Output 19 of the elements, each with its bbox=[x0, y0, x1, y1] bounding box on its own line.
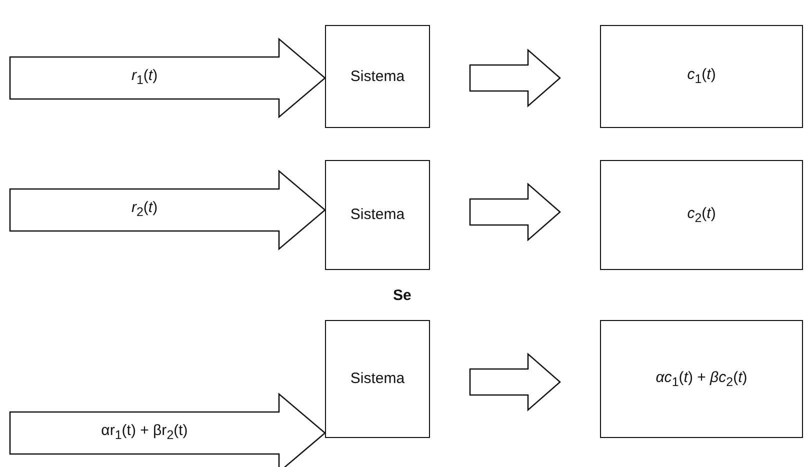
block-arrow bbox=[9, 170, 326, 250]
box-text: αc$_{1}$(t) + βc$_{2}$(t) bbox=[656, 368, 748, 390]
block-arrow bbox=[469, 48, 561, 108]
box-text: Sistema bbox=[350, 206, 405, 224]
box-text: Sistema bbox=[350, 370, 405, 388]
process-box bbox=[325, 25, 430, 128]
block-arrow bbox=[469, 352, 561, 412]
block-arrow bbox=[469, 182, 561, 242]
block-arrow bbox=[9, 38, 326, 118]
heading-text: Se bbox=[393, 287, 412, 304]
process-box bbox=[600, 160, 803, 270]
process-box bbox=[325, 160, 430, 270]
process-box bbox=[600, 320, 803, 438]
box-text: c$_{2}$(t) bbox=[687, 204, 716, 226]
box-text: Sistema bbox=[350, 68, 405, 86]
block-arrow bbox=[9, 392, 326, 467]
process-box bbox=[325, 320, 430, 438]
process-box bbox=[600, 25, 803, 128]
box-text: c$_{1}$(t) bbox=[687, 66, 716, 87]
